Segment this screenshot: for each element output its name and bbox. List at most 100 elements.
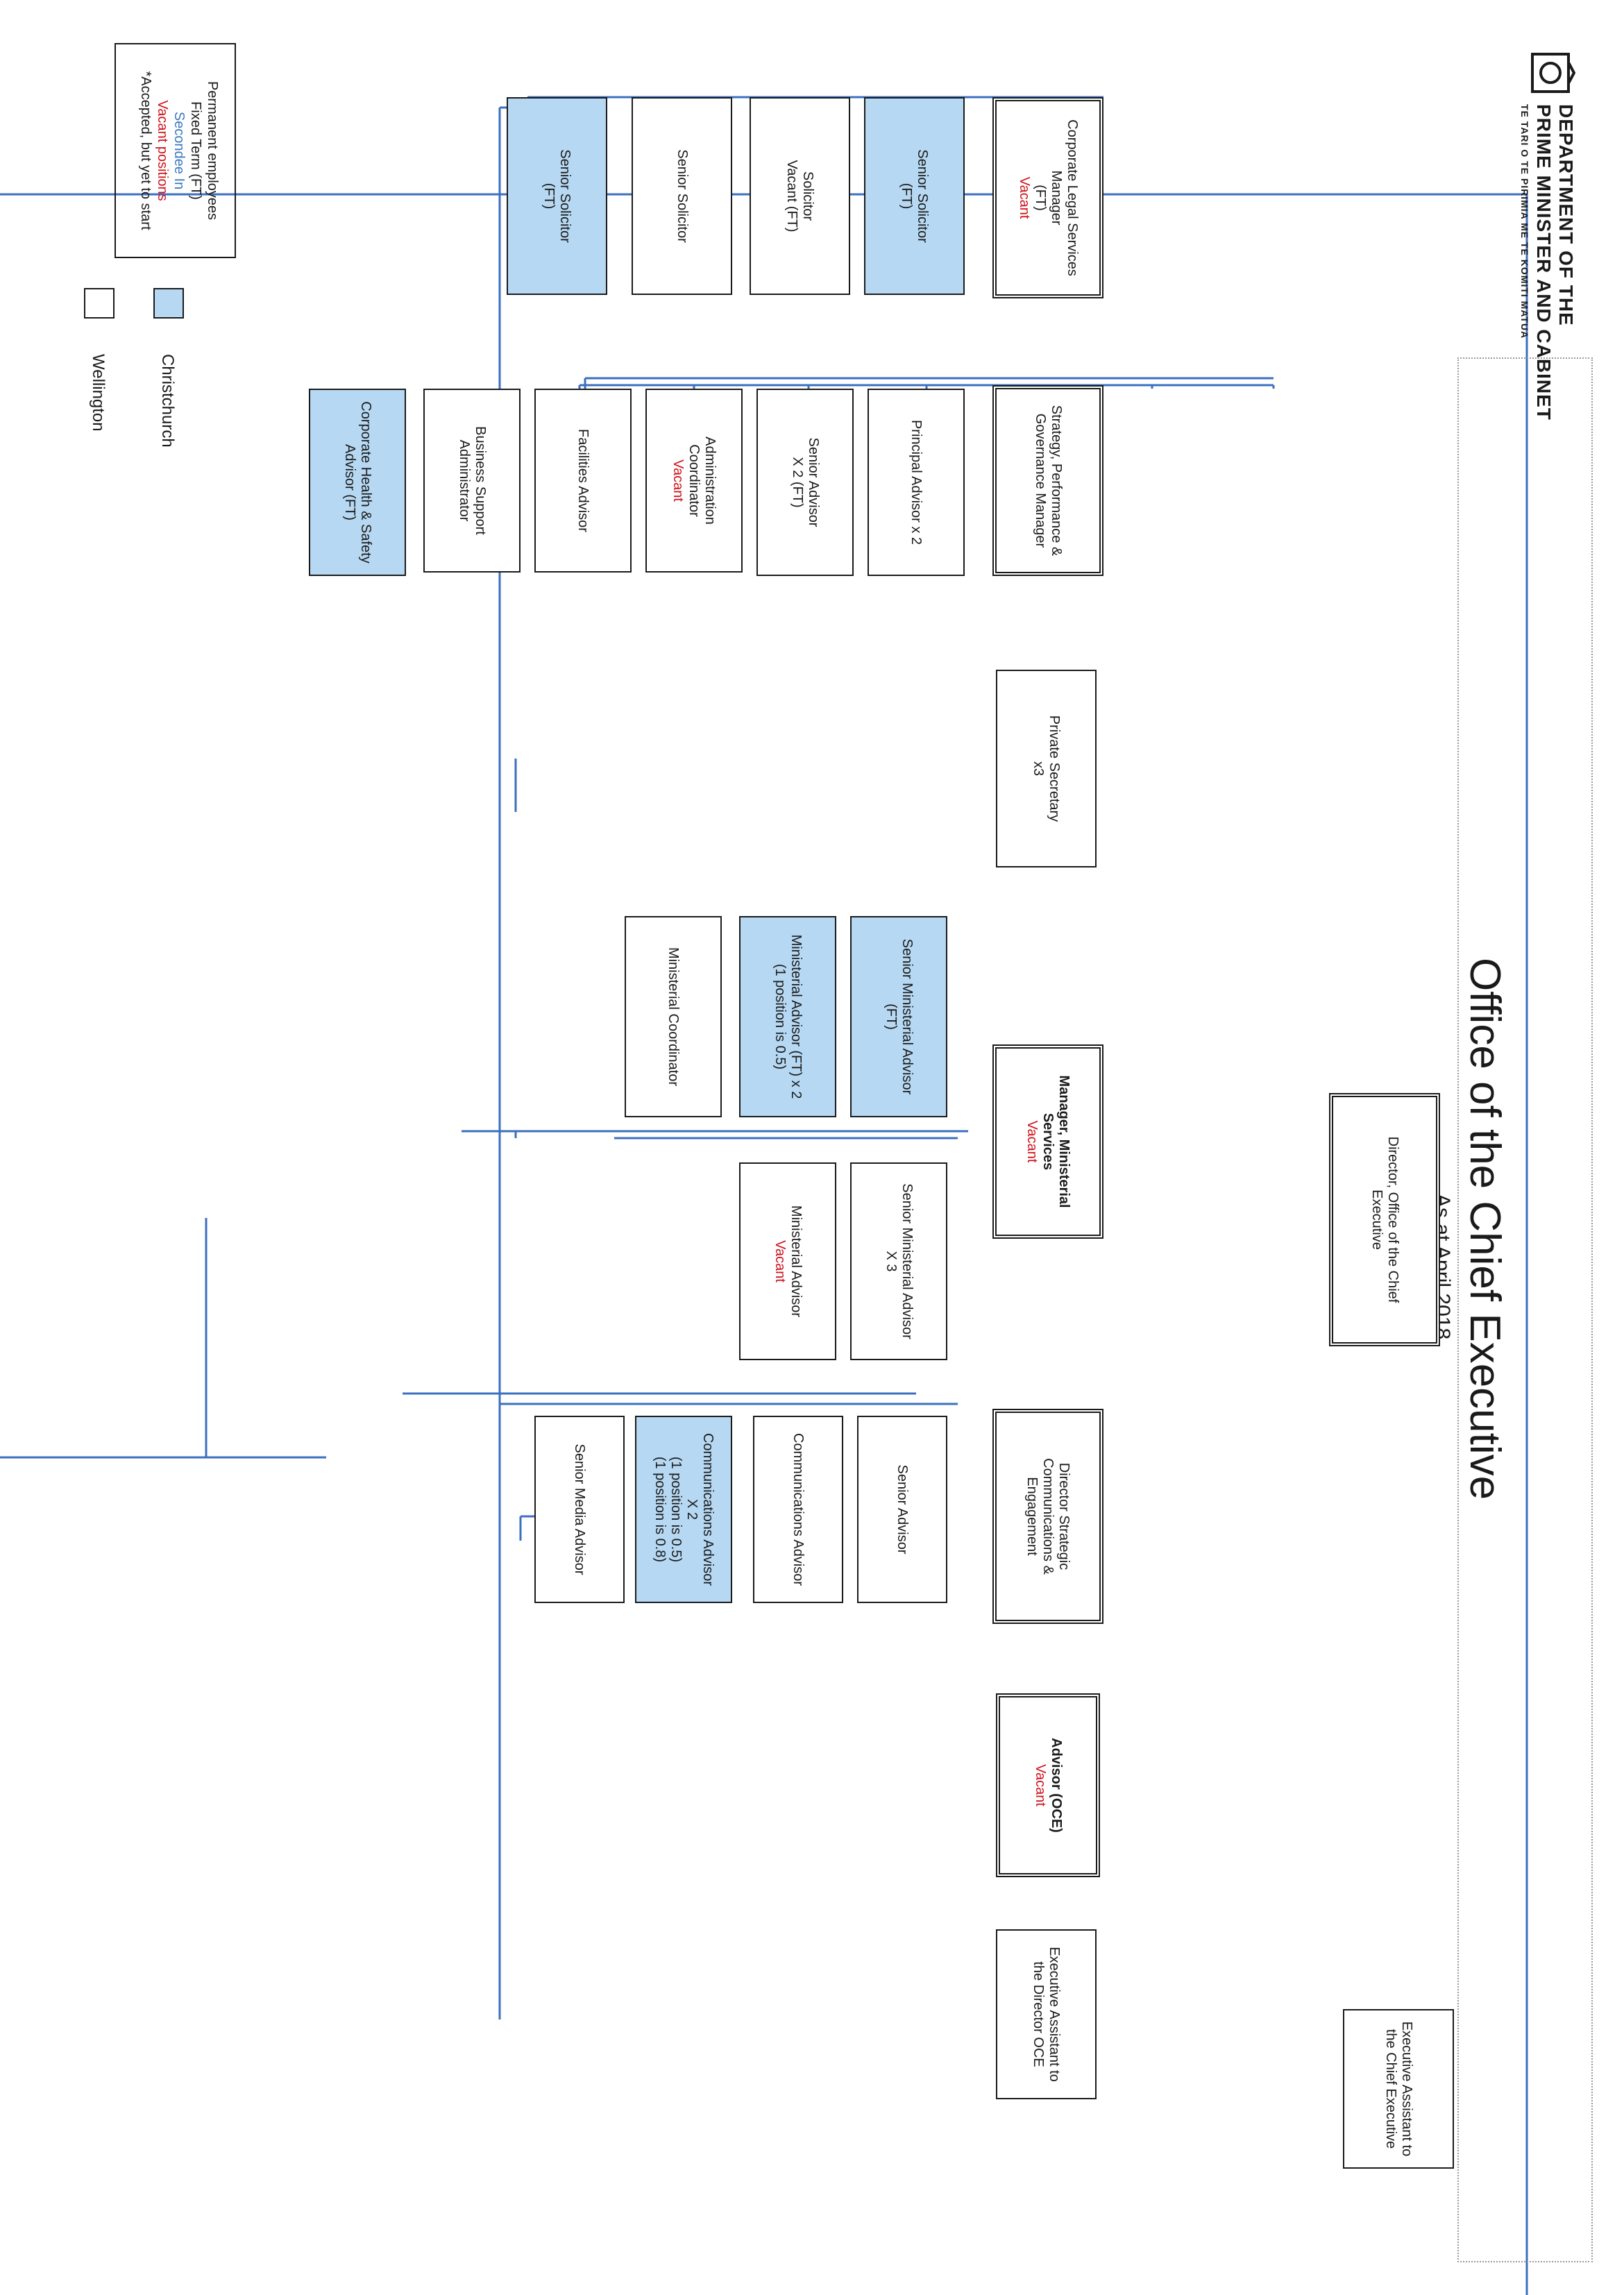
node-text-line: Executive Assistant to (1047, 1947, 1063, 2082)
vacant-status: Vacant (670, 459, 686, 502)
node-senior-solicitor-1: Senior Solicitor(FT) (864, 97, 965, 295)
node-text-line: X 2 (684, 1498, 700, 1521)
department-name-line1: DEPARTMENT OF THE (1555, 104, 1577, 326)
node-text-line: Senior Advisor (806, 437, 821, 527)
node-text-line: Administration (702, 437, 718, 525)
node-text-line: (1 position is 0.5) (772, 963, 788, 1070)
legend-label-wellington: Wellington (89, 354, 108, 432)
node-text-line: Business Support (473, 426, 488, 535)
node-text-line: the Chief Executive (1383, 2029, 1398, 2149)
node-principal-advisor: Principal Advisor x 2 (868, 389, 965, 576)
department-name-maori: TE TARI O TE PIRIMIA ME TE KOMITI MATUA (1519, 104, 1530, 339)
node-text-line: Senior Media Advisor (572, 1443, 588, 1575)
node-text-line: Corporate Health & Safety (358, 401, 373, 564)
legend-swatch-christchurch (153, 288, 184, 319)
node-text-line: Communications & (1040, 1458, 1056, 1575)
node-min-advisor-ft: Ministerial Advisor (FT) x 2(1 position … (739, 916, 836, 1117)
crest-logo (1531, 53, 1575, 93)
node-text-line: Senior Solicitor (557, 149, 573, 243)
node-text-line: Director Strategic (1056, 1462, 1072, 1570)
node-text-line: Senior Advisor (895, 1464, 911, 1555)
node-text-line: (FT) (541, 183, 557, 210)
legend-vacant: Vacant positions (155, 100, 170, 201)
node-text-line: Senior Ministerial Advisor (899, 938, 915, 1095)
node-text-line: Manager (1049, 170, 1064, 226)
node-text-line: Principal Advisor x 2 (908, 419, 924, 545)
vacant-status: Vacant (1024, 1120, 1040, 1163)
node-text-line: Ministerial Advisor (FT) x 2 (788, 934, 804, 1099)
vacant-status: Vacant (772, 1240, 788, 1282)
node-senior-media-advisor: Senior Media Advisor (534, 1416, 625, 1603)
node-text-line: (1 position is 0.5) (668, 1456, 684, 1563)
node-text-line: Director, Office of the Chief (1385, 1136, 1401, 1303)
node-text-line: Executive Assistant to (1399, 2021, 1414, 2157)
node-text-line: (FT) (883, 1003, 899, 1030)
node-text-line: x3 (1031, 761, 1047, 777)
legend-accepted: *Accepted, but yet to start (138, 71, 153, 230)
node-text-line: Strategy, Performance & (1049, 405, 1064, 557)
legend-swatch-wellington (84, 288, 115, 319)
node-text-line: Executive (1369, 1189, 1385, 1250)
node-text-line: (FT) (1033, 185, 1048, 211)
node-text-line: Services (1040, 1112, 1056, 1171)
node-text-line: Ministerial Coordinator (666, 947, 682, 1087)
vacant-status: Vacant (1033, 1764, 1048, 1806)
node-advisor-oce: Advisor (OCE)Vacant (996, 1693, 1100, 1877)
node-text-line: Communications Advisor (700, 1432, 716, 1586)
node-text-line: Advisor (OCE) (1049, 1738, 1064, 1833)
node-text-line: (FT) (899, 183, 915, 210)
node-text-line: Coordinator (686, 444, 702, 517)
node-text-line: the Director OCE (1031, 1961, 1047, 2067)
node-text-line: Senior Solicitor (915, 149, 931, 243)
node-text-line: Corporate Legal Services (1065, 119, 1080, 276)
node-text-line: Senior Ministerial Advisor (899, 1183, 915, 1339)
node-text-line: Solicitor (800, 171, 816, 221)
node-text-line: Advisor (FT) (342, 444, 357, 520)
node-text-line: Engagement (1024, 1477, 1040, 1556)
node-min-coordinator: Ministerial Coordinator (625, 916, 722, 1117)
node-text-line: Governance Manager (1033, 413, 1048, 548)
node-text-line: Senior Solicitor (675, 149, 690, 243)
node-text-line: Facilities Advisor (575, 429, 591, 532)
node-text-line: Vacant (FT) (784, 160, 800, 232)
legend-fixed-term: Fixed Term (FT) (188, 101, 203, 200)
node-strategy-manager: Strategy, Performance &Governance Manage… (992, 385, 1103, 576)
node-comms-advisor: Communications Advisor (753, 1416, 843, 1603)
department-name-line2: PRIME MINISTER AND CABINET (1533, 104, 1555, 421)
node-senior-solicitor-2: Senior Solicitor (632, 97, 732, 295)
vacant-status: Vacant (1017, 176, 1032, 219)
node-text-line: Manager, Ministerial (1056, 1075, 1072, 1208)
legend-permanent: Permanent employees (205, 81, 220, 221)
legend-secondee: Secondee In (171, 111, 187, 190)
node-comms-senior-advisor: Senior Advisor (857, 1416, 947, 1603)
node-text-line: Ministerial Advisor (788, 1205, 804, 1318)
node-text-line: (1 position is 0.8) (652, 1456, 668, 1563)
page-title: Office of the Chief Executive (1461, 958, 1509, 1500)
legend-panel: Permanent employees Fixed Term (FT) Seco… (115, 43, 236, 258)
node-senior-solicitor-3: Senior Solicitor(FT) (507, 97, 607, 295)
legend-label-christchurch: Christchurch (158, 354, 177, 448)
node-text-line: X 3 (883, 1251, 899, 1272)
node-senior-min-advisor-ft: Senior Ministerial Advisor(FT) (850, 916, 947, 1117)
node-facilities-advisor: Facilities Advisor (534, 389, 632, 573)
node-text-line: Communications Advisor (790, 1432, 806, 1586)
node-text-line: Administrator (457, 439, 472, 522)
node-text-line: X 2 (FT) (790, 457, 805, 508)
